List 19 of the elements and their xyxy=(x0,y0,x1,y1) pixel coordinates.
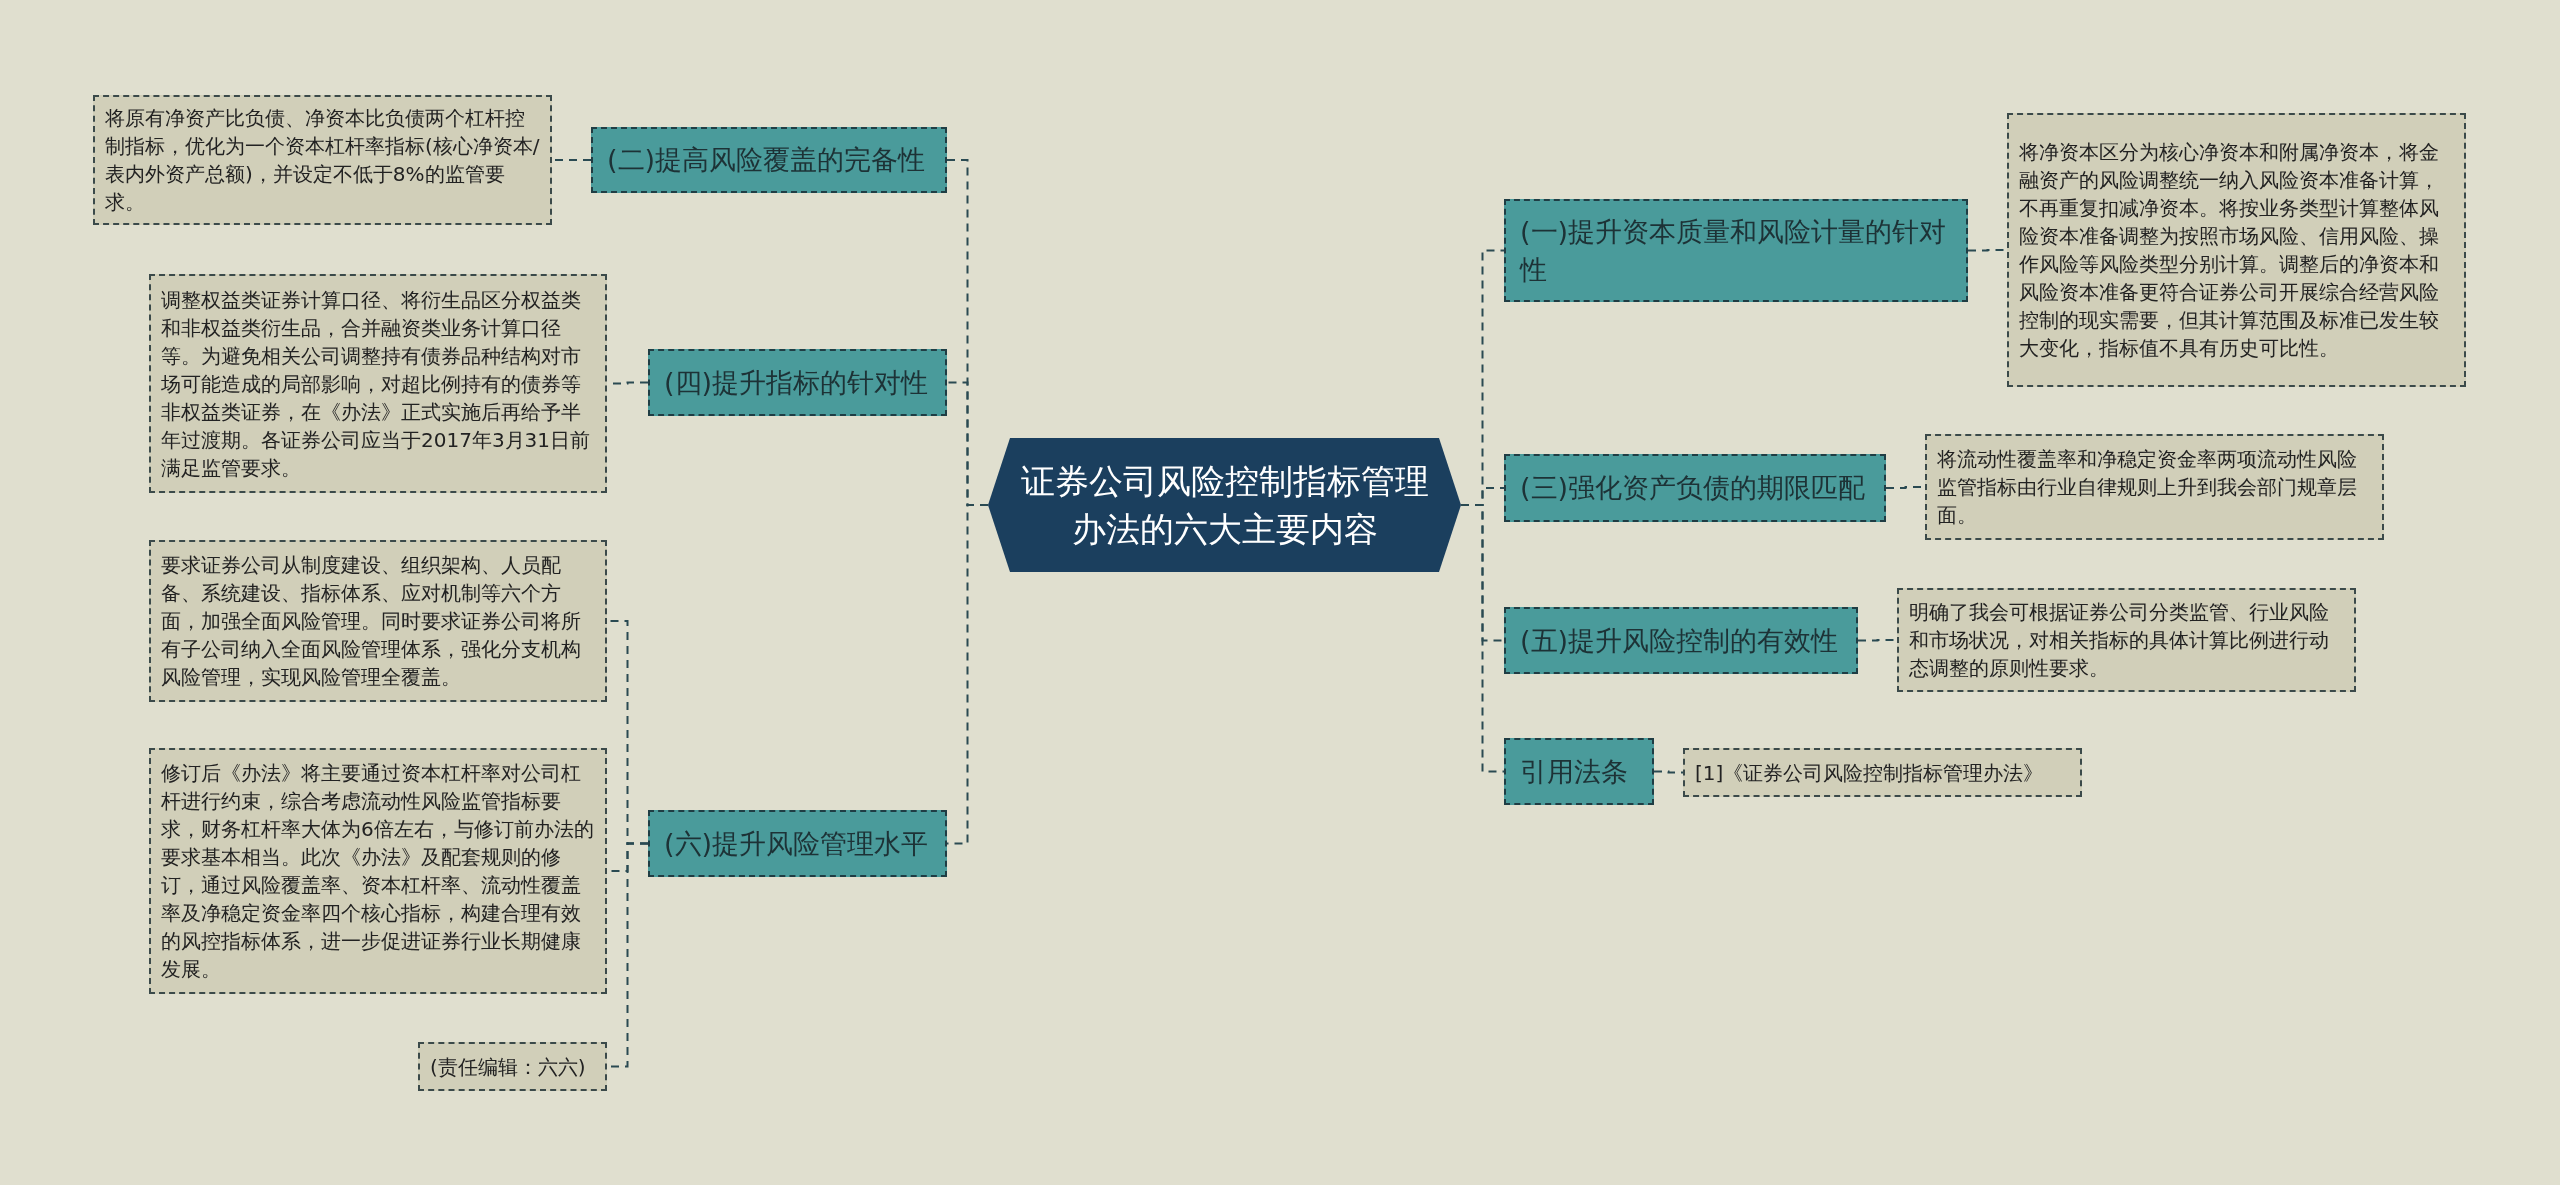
branch-box: (六)提升风险管理水平 xyxy=(648,810,947,877)
note-box: 将流动性覆盖率和净稳定资金率两项流动性风险监管指标由行业自律规则上升到我会部门规章层面。 xyxy=(1925,434,2384,540)
connector-line xyxy=(1653,770,1684,774)
note-box: 将净资本区分为核心净资本和附属净资本，将金融资产的风险调整统一纳入风险资本准备计算，不再重复扣减净资本。将按业务类型计算整体风险资本准备调整为按照市场风险、信用风险、操作风险等风险类型分别计算。调整后的净资本和风险资本准备更符合证券公司开展综合经营风险控制的现实需要，但其计算范围及标准已发生较大变化，指标值不具有历史可比性。 xyxy=(2007,113,2466,387)
topic-hexagon: 证券公司风险控制指标管理办法的六大主要内容 xyxy=(988,438,1461,572)
note-box: 调整权益类证券计算口径、将衍生品区分权益类和非权益类衍生品，合并融资类业务计算口径等。为避免相关公司调整持有债券品种结构对市场可能造成的局部影响，对超比例持有的债券等非权益类证券，在《办法》正式实施后再给予半年过渡期。各证券公司应当于2017年3月31日前满足监管要求。 xyxy=(149,274,607,493)
note-box: 明确了我会可根据证券公司分类监管、行业风险和市场状况，对相关指标的具体计算比例进行动态调整的原则性要求。 xyxy=(1897,588,2356,692)
note-box: 要求证券公司从制度建设、组织架构、人员配备、系统建设、指标体系、应对机制等六个方面，加强全面风险管理。同时要求证券公司将所有子公司纳入全面风险管理体系，强化分支机构风险管理，实现风险管理全覆盖。 xyxy=(149,540,607,702)
note-box: 修订后《办法》将主要通过资本杠杆率对公司杠杆进行约束，综合考虑流动性风险监管指标要求，财务杠杆率大体为6倍左右，与修订前办法的要求基本相当。此次《办法》及配套规则的修订，通过风险覆盖率、资本杠杆率、流动性覆盖率及净稳定资金率四个核心指标，构建合理有效的风控指标体系，进一步促进证券行业长期健康发展。 xyxy=(149,748,607,994)
branch-box: (五)提升风险控制的有效性 xyxy=(1504,607,1858,674)
branch-box: (三)强化资产负债的期限匹配 xyxy=(1504,454,1886,522)
branch-box: (一)提升资本质量和风险计量的针对性 xyxy=(1504,199,1968,302)
note-box: (责任编辑：六六) xyxy=(418,1042,607,1091)
branch-box: 引用法条 xyxy=(1504,738,1654,805)
note-box: [1]《证券公司风险控制指标管理办法》 xyxy=(1683,748,2082,797)
note-box: 将原有净资产比负债、净资本比负债两个杠杆控制指标，优化为一个资本杠杆率指标(核心净资本/表内外资产总额)，并设定不低于8%的监管要求。 xyxy=(93,95,552,225)
branch-box: (二)提高风险覆盖的完备性 xyxy=(591,127,947,193)
branch-box: (四)提升指标的针对性 xyxy=(648,349,947,416)
connector-line xyxy=(1460,504,1505,773)
